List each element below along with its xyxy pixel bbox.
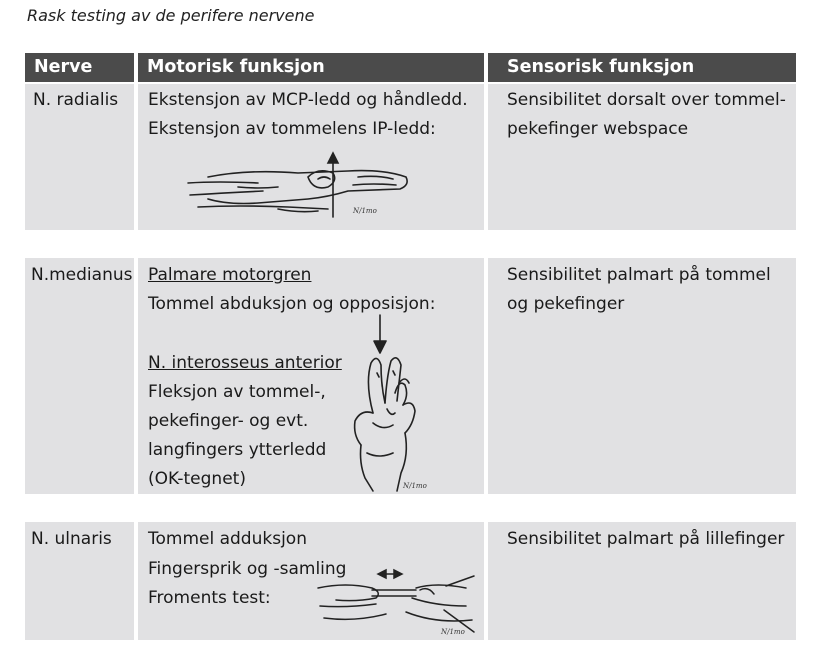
svg-text:N/1mo: N/1mo [352,207,377,215]
nerve-name: N. ulnaris [31,529,112,549]
motor-text: Tommel abduksjon og opposisjon: [148,294,436,314]
sensory-text: Sensibilitet palmart på lillefinger [507,529,785,549]
sensory-text: Sensibilitet palmart på tommel [507,265,771,285]
motor-heading: N. interosseus anterior [148,353,342,373]
header-nerve: Nerve [25,53,134,82]
header-motor: Motorisk funksjon [138,53,484,82]
row-ulnaris-motor-cell: Tommel adduksjon Fingersprik og -samling… [138,522,484,640]
header-sensory: Sensorisk funksjon [488,53,796,82]
motor-heading: Palmare motorgren [148,265,312,285]
row-medianus-sensory-cell: Sensibilitet palmart på tommel og pekefi… [488,258,796,494]
motor-text: Froments test: [148,588,271,608]
svg-text:N/1mo: N/1mo [402,482,427,490]
row-ulnaris-sensory-cell: Sensibilitet palmart på lillefinger [488,522,796,640]
nerve-name: N. radialis [33,90,119,110]
motor-text: Fingersprik og -samling [148,559,347,579]
row-radialis-motor-cell: Ekstensjon av MCP-ledd og håndledd. Ekst… [138,84,484,230]
radialis-hand-illustration: N/1mo [187,151,408,218]
row-radialis-nerve-cell: N. radialis [25,84,134,230]
row-medianus-nerve-cell: N.medianus [25,258,134,494]
row-radialis-sensory-cell: Sensibilitet dorsalt over tommel- pekefi… [488,84,796,230]
motor-text: langfingers ytterledd [148,440,327,460]
motor-text: Ekstensjon av tommelens IP-ledd: [148,119,436,139]
motor-text: Ekstensjon av MCP-ledd og håndledd. [148,90,468,110]
nerve-name: N.medianus [31,265,133,285]
svg-text:N/1mo: N/1mo [440,628,465,636]
motor-text: Fleksjon av tommel-, [148,382,326,402]
medianus-hand-illustration: N/1mo [353,314,427,492]
sensory-text: og pekefinger [507,294,625,314]
motor-text: Tommel adduksjon [148,529,307,549]
row-medianus-motor-cell: Palmare motorgren Tommel abduksjon og op… [138,258,484,494]
sensory-text: pekefinger webspace [507,119,689,139]
ulnaris-froment-illustration: N/1mo [317,568,475,636]
motor-text: pekefinger- og evt. [148,411,309,431]
motor-text: (OK-tegnet) [148,469,246,489]
sensory-text: Sensibilitet dorsalt over tommel- [507,90,786,110]
table-caption: Rask testing av de perifere nervene [27,6,315,25]
row-ulnaris-nerve-cell: N. ulnaris [25,522,134,640]
